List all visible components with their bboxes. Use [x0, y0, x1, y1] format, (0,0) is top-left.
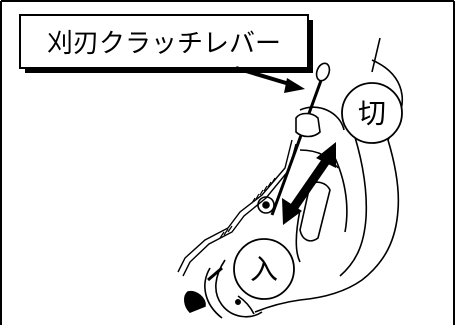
- on-position-label: 入: [250, 253, 278, 286]
- off-position-marker: 切: [341, 82, 403, 144]
- on-position-marker: 入: [233, 238, 295, 300]
- machine-housing: [204, 37, 404, 319]
- callout-label: 刈刃クラッチレバー: [47, 29, 281, 59]
- lower-handle: [184, 266, 223, 313]
- clutch-lever: [257, 62, 331, 216]
- callout-arrow: [235, 66, 305, 93]
- callout-box: 刈刃クラッチレバー: [19, 14, 313, 73]
- direction-arrow: [282, 142, 336, 225]
- off-position-label: 切: [358, 97, 386, 130]
